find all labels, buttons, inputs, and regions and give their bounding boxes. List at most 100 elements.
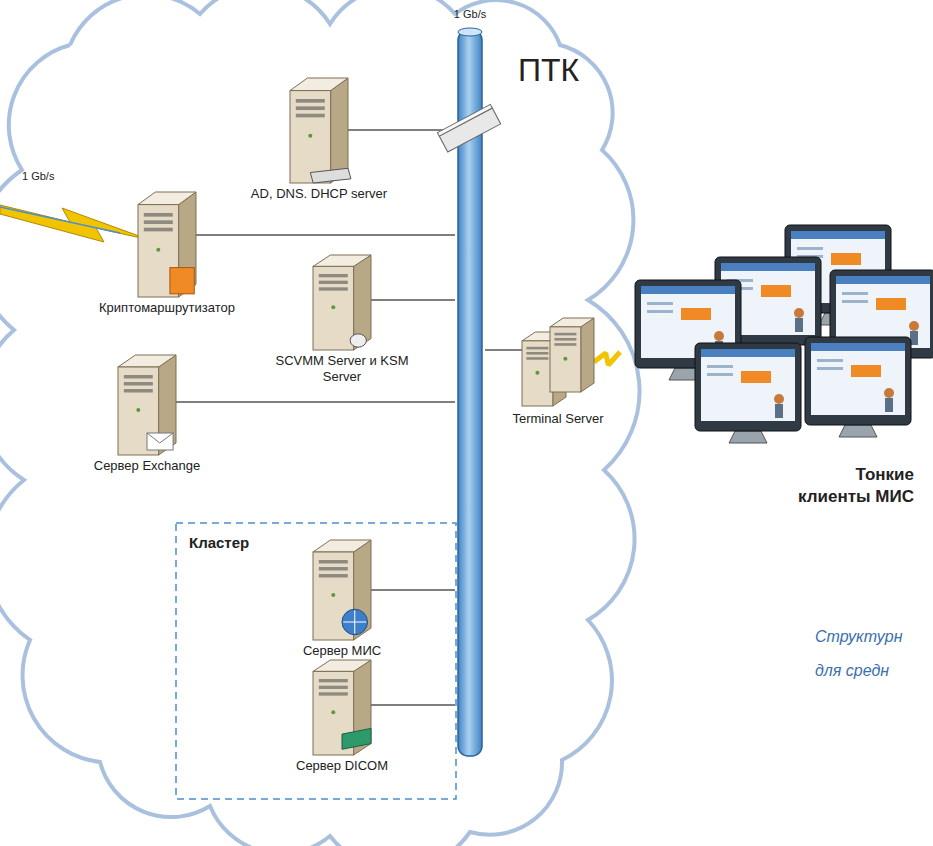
network-link (371, 589, 455, 590)
screen-figure (884, 388, 894, 398)
node-label: SCVMM Server и KSM Server (265, 353, 419, 384)
node-shape (118, 355, 176, 455)
screen-figure (714, 331, 724, 341)
network-link (196, 234, 455, 235)
node-shape (313, 255, 371, 350)
monitor (695, 343, 801, 443)
drive-slot (319, 686, 348, 689)
monitor (635, 280, 741, 380)
power-led (563, 357, 567, 361)
power-led (331, 305, 335, 309)
cluster-box: КластерСервер МИССервер DICOM (175, 522, 457, 800)
monitor-stand (839, 425, 877, 437)
drive-slot (319, 274, 348, 277)
dicom-badge (342, 728, 371, 749)
drive-slot (526, 347, 548, 350)
server-node: Сервер DICOM (313, 660, 371, 755)
node-label: 1 Gb/s (454, 8, 486, 20)
server-top (118, 355, 176, 367)
screen-figure (885, 398, 893, 412)
screen-line (647, 302, 673, 305)
server-node: Сервер МИС (313, 540, 371, 640)
mail-flap (147, 433, 173, 443)
drive-slot (296, 99, 325, 103)
network-bus: 1 Gb/s (455, 8, 485, 760)
server-top (313, 540, 371, 552)
screen-line (817, 359, 843, 362)
monitor-frame (805, 337, 911, 425)
power-led (535, 371, 539, 375)
node-label: Тонкие клиенты МИС (794, 464, 914, 508)
lightning-link (0, 205, 150, 242)
drive-slot (319, 567, 348, 571)
caption-fragment: для средн (815, 662, 889, 680)
drive-slot (144, 228, 173, 232)
server-node: AD, DNS. DHCP server (290, 78, 348, 183)
node-label: Сервер МИС (301, 643, 383, 659)
screen-line (842, 292, 868, 295)
screen-bar (791, 231, 885, 239)
server-front (550, 327, 581, 392)
screen-bar (811, 343, 905, 351)
server-front (522, 341, 553, 406)
screen-block (761, 285, 791, 297)
drive-slot (124, 382, 153, 386)
server-node: Terminal Server (522, 318, 594, 408)
node-shape (138, 192, 196, 297)
crypto-badge (170, 268, 194, 294)
monitor-frame (695, 343, 801, 431)
drive-slot (554, 343, 576, 346)
network-link (371, 704, 455, 705)
external-link (0, 207, 120, 233)
screen-bar (836, 276, 930, 284)
screen-figure (774, 394, 784, 404)
power-led (136, 408, 140, 412)
node-shape (290, 78, 348, 183)
node-label: Сервер Exchange (92, 458, 203, 474)
drive-slot (319, 560, 348, 564)
drive-slot (124, 375, 153, 379)
node-shape (620, 225, 920, 460)
link-speed: 1 Gb/s (22, 170, 54, 182)
bus-top (458, 28, 482, 36)
screen-line (707, 365, 733, 368)
screen-block (681, 308, 711, 320)
node-shape (313, 540, 371, 640)
screen-bar (721, 263, 815, 271)
drive-slot (526, 352, 548, 355)
node-label: ПТК (518, 52, 579, 89)
globe-badge (342, 609, 368, 635)
node-shape (313, 660, 371, 755)
mail-badge (147, 433, 173, 450)
node-shape (522, 318, 594, 408)
client-group: Тонкие клиенты МИС (620, 225, 920, 460)
server-node: Криптомаршрутизатор (138, 192, 196, 297)
screen-figure (909, 321, 919, 331)
drive-slot (319, 679, 348, 682)
screen-bar (701, 349, 795, 357)
server-node: Сервер Exchange (118, 355, 176, 455)
monitor (805, 337, 911, 437)
screen-figure (794, 308, 804, 318)
node-label: Кластер (189, 534, 249, 551)
server-top (313, 660, 371, 671)
screen-figure (775, 404, 783, 418)
screen-line (797, 247, 823, 250)
cloud-region: ПТК1 Gb/sAD, DNS. DHCP serverКриптомаршр… (0, 0, 612, 846)
power-led (331, 593, 335, 597)
keyboard-badge (310, 168, 351, 183)
drive-slot (144, 213, 173, 217)
screen-block (831, 253, 861, 265)
power-led (156, 248, 160, 252)
monitor-screen (701, 349, 795, 421)
drive-slot (554, 333, 576, 336)
mouse-badge (350, 334, 366, 347)
switch-top (437, 104, 492, 136)
drive-slot (526, 357, 548, 360)
node-label: Terminal Server (510, 411, 605, 427)
server-front (290, 91, 331, 183)
network-switch (437, 104, 500, 152)
drive-slot (296, 106, 325, 110)
screen-figure (795, 318, 803, 332)
server-top (313, 255, 371, 266)
